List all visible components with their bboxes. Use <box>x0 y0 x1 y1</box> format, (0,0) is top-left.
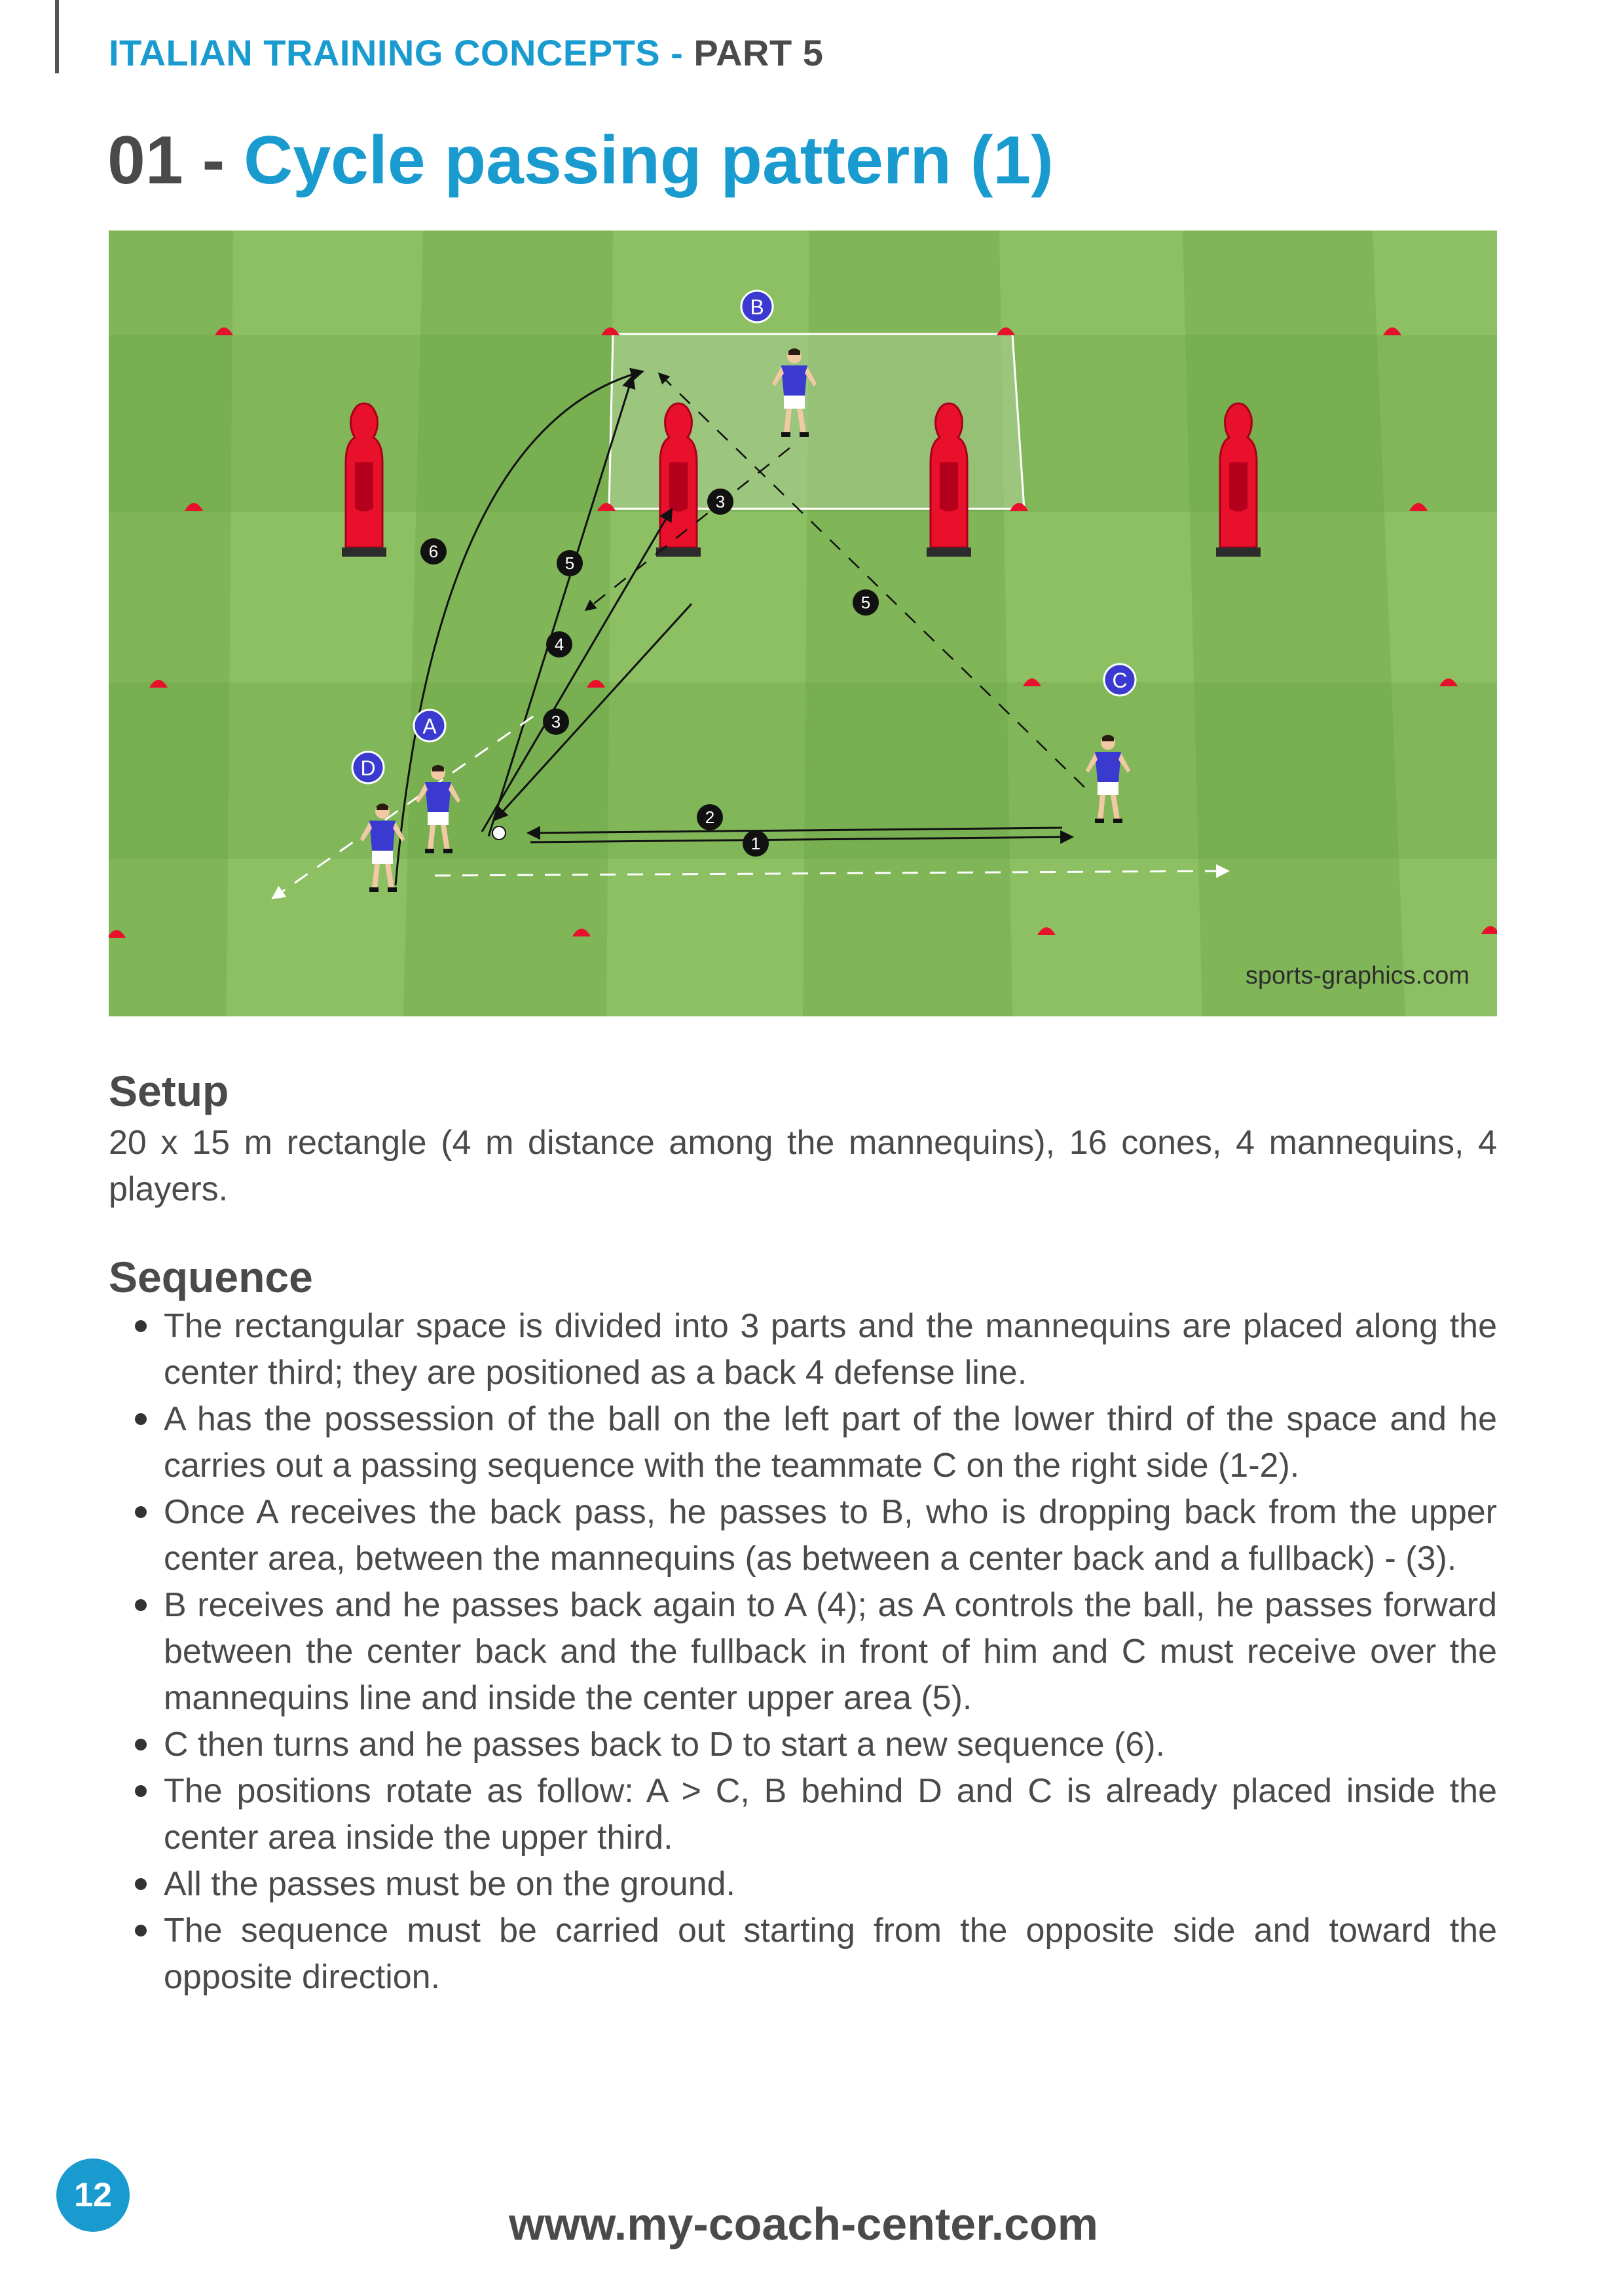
list-item: B receives and he passes back again to A… <box>109 1582 1497 1722</box>
list-item: The rectangular space is divided into 3 … <box>109 1303 1497 1396</box>
svg-text:D: D <box>360 756 375 780</box>
label-d: D <box>351 750 385 785</box>
list-item: The sequence must be carried out startin… <box>109 1908 1497 2001</box>
label-c: C <box>1103 663 1137 697</box>
list-item: A has the possession of the ball on the … <box>109 1396 1497 1489</box>
svg-text:3: 3 <box>716 492 725 511</box>
setup-text: 20 x 15 m rectangle (4 m distance among … <box>109 1124 1497 1208</box>
title-name: Cycle passing pattern (1) <box>244 122 1054 198</box>
pass-line-5 <box>487 374 636 837</box>
header-part-number: PART 5 <box>693 32 824 73</box>
pass-line-3 <box>481 508 673 832</box>
diagram-watermark: sports-graphics.com <box>1246 962 1469 990</box>
header-part-label: ITALIAN TRAINING CONCEPTS - <box>109 32 694 73</box>
pass-number-1: 1 <box>743 830 769 857</box>
label-b: B <box>740 289 774 324</box>
pass-line-1 <box>530 830 1075 844</box>
page-number: 12 <box>56 2158 130 2232</box>
run-line-b <box>584 447 790 612</box>
pass-line-6 <box>394 367 645 886</box>
pass-number-6: 6 <box>420 538 447 565</box>
pass-number-3-upper: 3 <box>707 489 733 515</box>
list-item: C then turns and he passes back to D to … <box>109 1722 1497 1768</box>
ball <box>492 826 506 840</box>
footer-url[interactable]: www.my-coach-center.com <box>509 2198 1098 2250</box>
list-item: All the passes must be on the ground. <box>109 1861 1497 1908</box>
svg-text:3: 3 <box>551 712 561 731</box>
svg-text:1: 1 <box>751 834 760 853</box>
pass-line-2 <box>526 826 1063 840</box>
section-header: ITALIAN TRAINING CONCEPTS - PART 5 <box>109 31 823 74</box>
pass-number-4: 4 <box>546 631 572 657</box>
setup-heading: Setup <box>109 1067 229 1115</box>
svg-text:5: 5 <box>565 553 574 573</box>
svg-text:C: C <box>1112 669 1127 692</box>
run-line-c <box>657 372 1085 788</box>
list-item: The positions rotate as follow: A > C, B… <box>109 1768 1497 1861</box>
pass-line-4 <box>494 602 693 821</box>
pass-number-2: 2 <box>697 804 723 830</box>
svg-text:A: A <box>422 714 437 738</box>
svg-text:6: 6 <box>429 542 438 561</box>
drill-diagram: B C A D 1 2 3 3 <box>109 231 1497 1016</box>
pass-number-5: 5 <box>557 550 583 576</box>
svg-text:2: 2 <box>705 807 714 827</box>
pitch-svg: B C A D 1 2 3 3 <box>109 231 1497 1016</box>
run-line-d <box>434 864 1230 878</box>
title-number: 01 - <box>107 122 244 198</box>
svg-text:B: B <box>750 295 764 319</box>
sequence-heading: Sequence <box>109 1253 313 1301</box>
page-title: 01 - Cycle passing pattern (1) <box>107 122 1054 200</box>
top-rule <box>55 0 59 73</box>
list-item: Once A receives the back pass, he passes… <box>109 1489 1497 1582</box>
sequence-list: The rectangular space is divided into 3 … <box>109 1303 1497 2001</box>
pass-number-5-run: 5 <box>853 589 879 616</box>
svg-text:5: 5 <box>861 593 870 612</box>
label-a: A <box>413 709 447 743</box>
svg-text:4: 4 <box>555 635 564 654</box>
pass-number-3: 3 <box>543 709 569 735</box>
